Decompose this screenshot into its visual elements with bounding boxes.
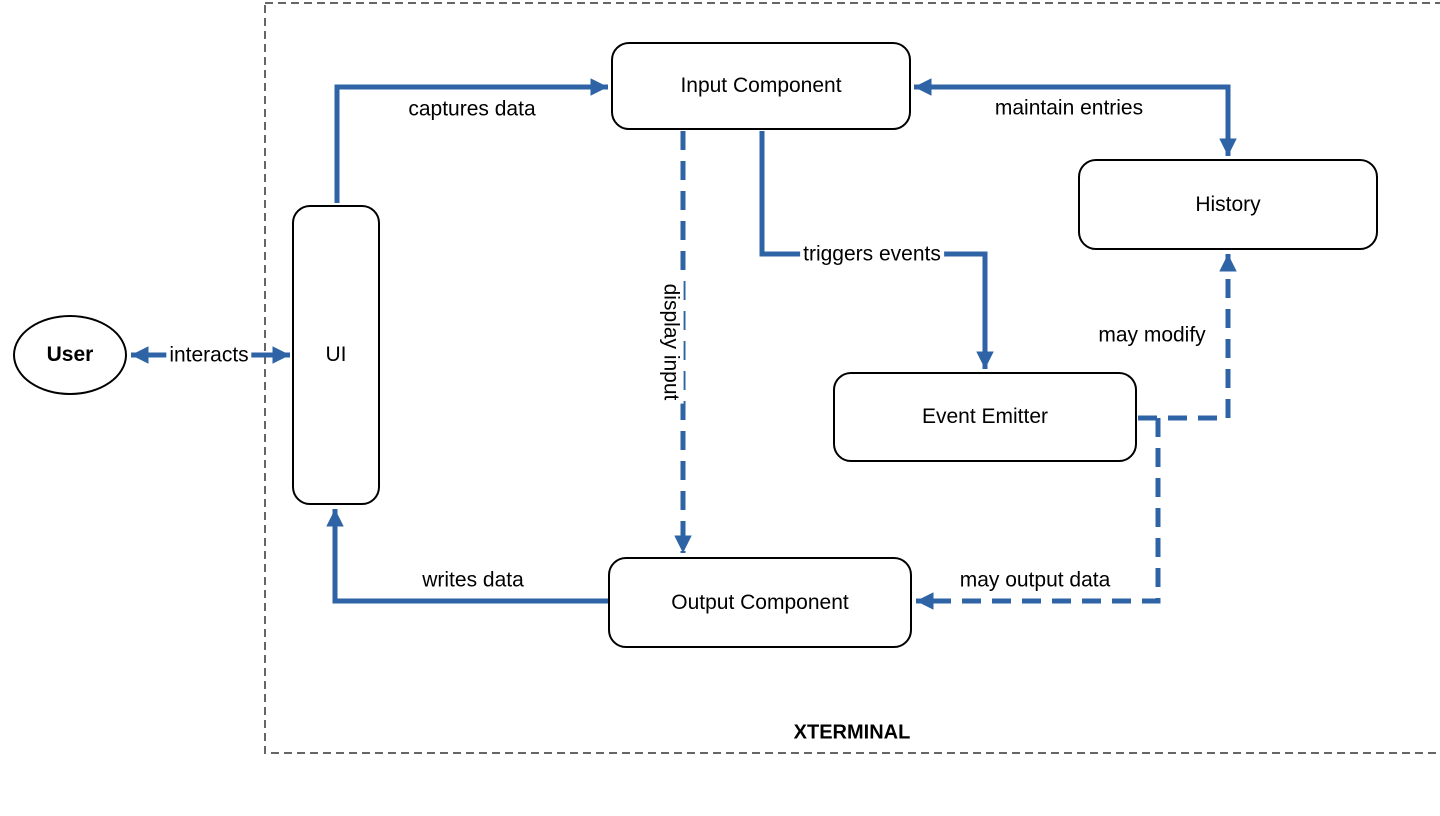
node-history: History [1078,159,1378,250]
edge-label-captures-data: captures data [405,96,539,122]
node-input-component: Input Component [611,42,911,130]
node-event-emitter: Event Emitter [833,372,1137,462]
diagram-title: XTERMINAL [793,721,911,744]
edge-captures-data [334,78,608,203]
node-event-emitter-label: Event Emitter [921,405,1049,428]
edge-label-maintain-entries: maintain entries [991,95,1147,121]
edge-may-modify [1138,254,1237,421]
node-ui-label: UI [325,343,347,366]
edge-label-writes-data: writes data [419,567,527,593]
node-ui: UI [292,205,380,505]
edge-label-display-input: display input [658,280,684,404]
node-output-component-label: Output Component [671,590,849,614]
edge-label-triggers-events: triggers events [800,241,944,267]
node-history-label: History [1195,192,1261,216]
edge-label-may-output-data: may output data [956,567,1114,593]
edge-writes-data [326,509,608,604]
edge-label-interacts: interacts [166,342,252,368]
node-input-component-label: Input Component [680,74,842,97]
edge-label-may-modify: may modify [1095,322,1209,348]
edge-maintain-entries [914,78,1237,156]
node-user: User [13,315,127,395]
xterminal-boundary-box [264,2,1440,754]
edge-may-output-data [916,418,1161,610]
node-output-component: Output Component [608,557,912,648]
node-user-label: User [46,343,94,366]
